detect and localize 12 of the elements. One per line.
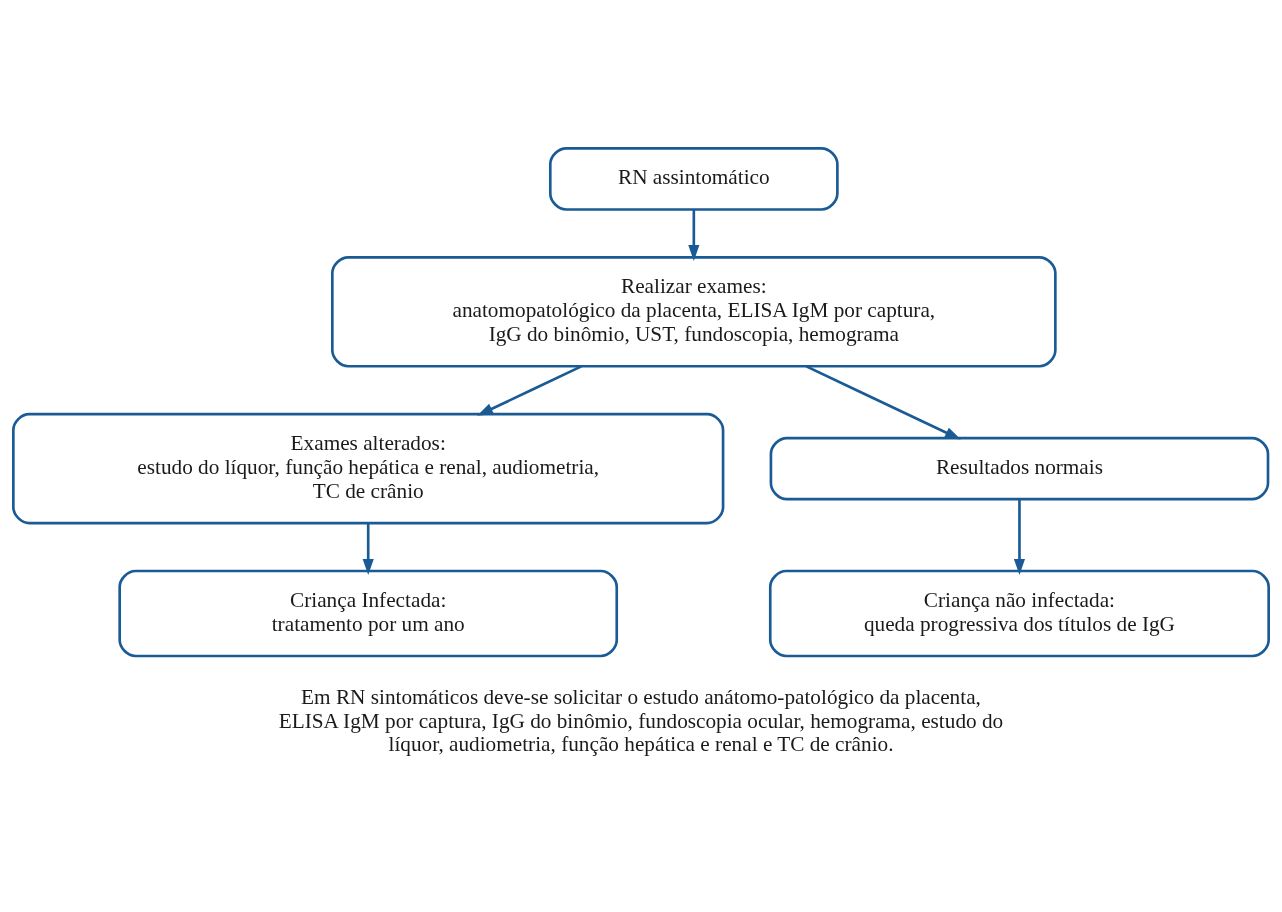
caption: Em RN sintomáticos deve-se solicitar o estudo anátomo-patológico da placenta, ELISA IgM por captura, IgG do binômio, fundoscopia ocular, hemograma, estudo do líquor, audiometria, função hepática e renal e TC de crânio.: [278, 684, 1004, 757]
node-box: Criança Infectada: tratamento por um ano: [118, 569, 619, 658]
node-box: Exames alterados: estudo do líquor, função hepática e renal, audiometria, TC de crânio: [12, 412, 725, 525]
arrow: [362, 523, 374, 575]
arrow: [477, 365, 582, 416]
arrow: [805, 365, 961, 440]
node-box: Resultados normais: [769, 436, 1270, 501]
arrow: [688, 209, 700, 261]
arrow: [1013, 499, 1026, 575]
node-box: Realizar exames: anatomopatológico da placenta, ELISA IgM por captura, IgG do binômio, UST, fundoscopia, hemograma: [331, 255, 1057, 368]
node-box: Criança não infectada: queda progressiva dos títulos de IgG: [768, 569, 1270, 658]
node-box: RN assintomático: [548, 147, 839, 211]
